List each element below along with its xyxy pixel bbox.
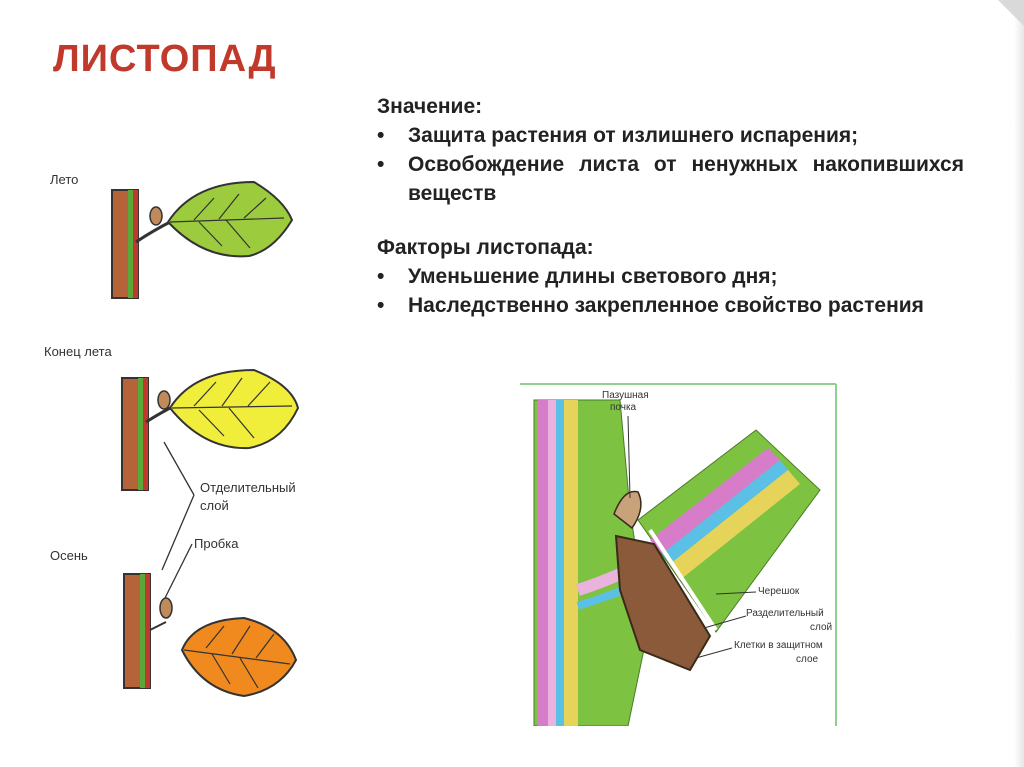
meaning-item: Защита растения от излишнего испарения; <box>377 121 964 150</box>
label-separating-layer-2: слой <box>810 622 832 633</box>
meaning-list: Защита растения от излишнего испарения; … <box>377 121 964 208</box>
petiole-phloem <box>650 448 780 554</box>
pointer-line <box>703 615 747 629</box>
label-separating-layer: Отделительный <box>200 480 296 495</box>
meaning-heading: Значение: <box>377 95 483 118</box>
label-summer: Лето <box>50 172 78 187</box>
label-cork: Пробка <box>194 536 239 551</box>
factors-list: Уменьшение длины светового дня; Наследст… <box>377 262 964 320</box>
xylem-band <box>556 400 564 726</box>
leaf-scar <box>149 621 167 631</box>
abscission-zone-diagram: Пазушная почка Черешок Разделительный сл… <box>520 380 840 726</box>
label-separating-layer: Разделительный <box>746 608 824 619</box>
leaf-veins-summer <box>169 193 285 249</box>
meaning-item: Освобождение листа от ненужных накопивши… <box>377 150 964 208</box>
label-petiole: Черешок <box>758 586 800 597</box>
pointer-line <box>163 441 195 496</box>
cambium-band <box>548 400 556 726</box>
pointer-line <box>695 647 733 659</box>
label-axillary-bud: Пазушная <box>602 390 649 401</box>
pointer-line <box>161 494 195 571</box>
petiole-vessel <box>670 470 800 580</box>
leaf-veins-late-summer <box>171 377 293 439</box>
stem-autumn <box>123 573 151 689</box>
pointer-line <box>715 591 757 595</box>
factors-heading: Факторы листопада: <box>377 236 594 259</box>
bud-summer <box>149 206 163 226</box>
slide-corner-fold <box>998 0 1024 26</box>
slide-title: ЛИСТОПАД <box>53 38 277 80</box>
axillary-bud <box>613 490 642 530</box>
factor-item: Наследственно закрепленное свойство раст… <box>377 291 964 320</box>
label-autumn: Осень <box>50 548 88 563</box>
label-axillary-bud-2: почка <box>610 402 637 413</box>
bud-late-summer <box>157 390 171 410</box>
phloem-band <box>538 400 548 726</box>
leaf-summer <box>166 180 294 258</box>
pointer-line <box>163 543 193 601</box>
pointer-line <box>627 415 631 499</box>
label-protective-cells: Клетки в защитном <box>734 640 823 651</box>
stem-summer <box>111 189 139 299</box>
slide-edge-shadow <box>1014 0 1024 767</box>
leaf-fall-stages-diagram: Лето Конец лета Отделительный слой Пробк… <box>44 172 300 698</box>
leaf-veins-autumn <box>183 625 291 689</box>
spacer <box>377 208 964 233</box>
stem-late-summer <box>121 377 149 491</box>
pith-band <box>564 400 578 726</box>
label-separating-layer-2: слой <box>200 498 229 513</box>
label-late-summer: Конец лета <box>44 344 112 359</box>
abscission-layer <box>614 534 712 672</box>
label-protective-cells-2: слое <box>796 654 819 665</box>
text-block: Значение: Защита растения от излишнего и… <box>377 92 964 320</box>
petiole-xylem <box>662 460 788 564</box>
separation-gap <box>648 528 718 632</box>
factor-item: Уменьшение длины светового дня; <box>377 262 964 291</box>
bud-autumn <box>159 597 173 619</box>
leaf-late-summer <box>168 368 300 450</box>
